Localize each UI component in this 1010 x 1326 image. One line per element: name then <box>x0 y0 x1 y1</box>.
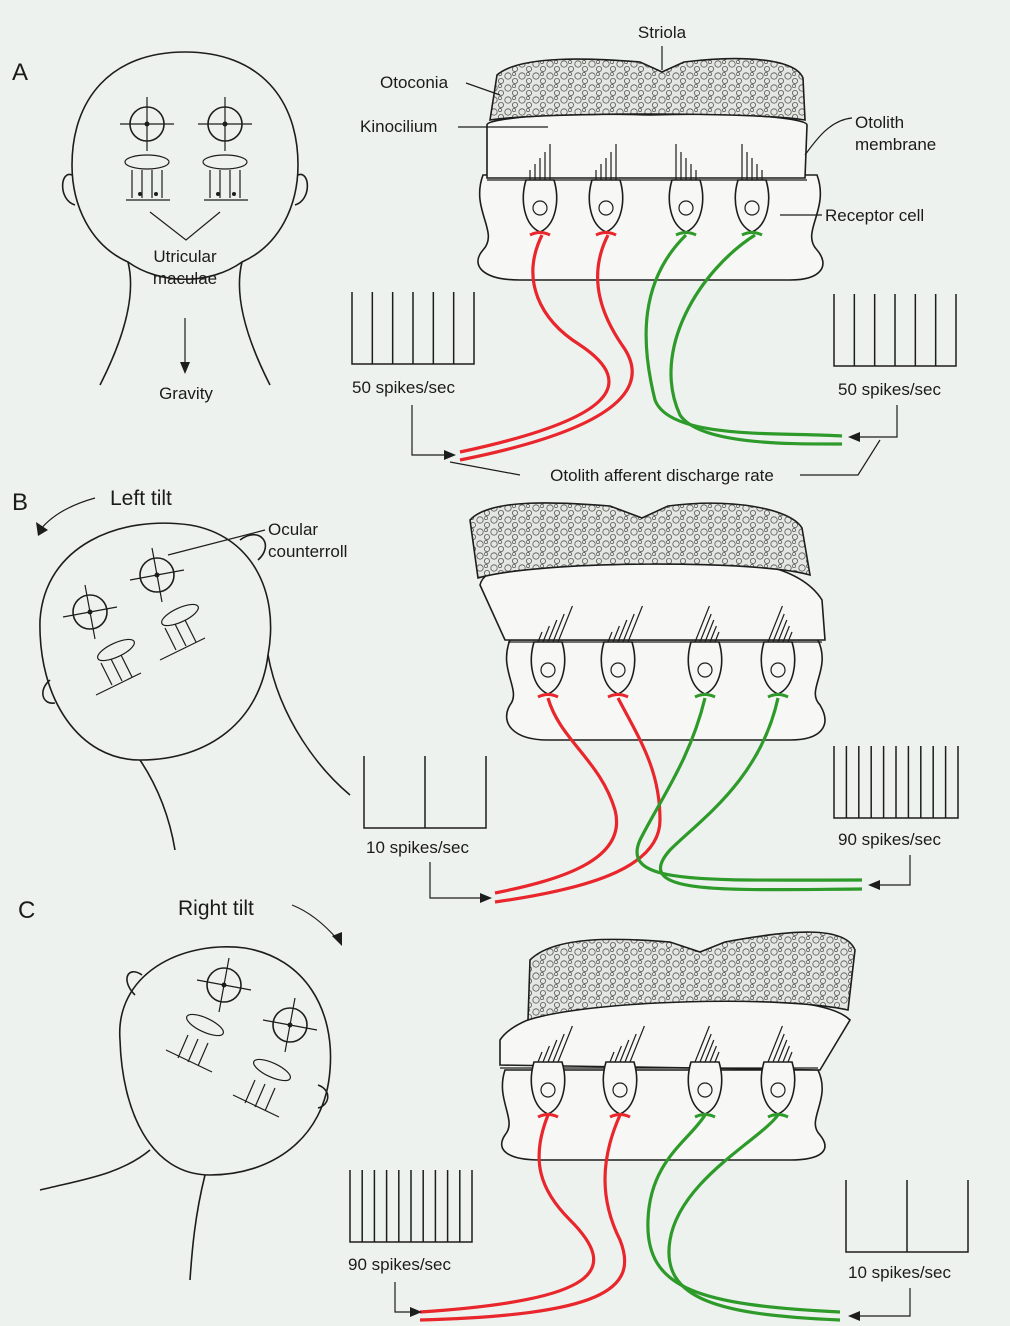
right-tilt-label: Right tilt <box>178 897 254 920</box>
left-macula-icon <box>125 155 170 200</box>
ocular-counterroll-label-line1: Ocular <box>268 520 318 539</box>
tilted-eye-icon <box>197 958 317 1052</box>
panel-a: A <box>12 23 956 485</box>
gravity-label: Gravity <box>159 384 213 403</box>
otoconia-layer <box>490 59 805 120</box>
rate-label-a-left: 50 spikes/sec <box>352 378 455 397</box>
maculae-pointer <box>150 212 220 240</box>
tilted-macula-icon <box>166 1010 293 1117</box>
macula-section-b <box>470 503 825 740</box>
otoconia-label: Otoconia <box>380 73 449 92</box>
spike-train-c-left <box>350 1170 472 1242</box>
tilted-macula-icon <box>95 600 205 695</box>
discharge-rate-label: Otolith afferent discharge rate <box>550 466 774 485</box>
left-eye-icon <box>120 97 174 151</box>
rate-label-a-right: 50 spikes/sec <box>838 380 941 399</box>
rate-label-c-right: 10 spikes/sec <box>848 1263 951 1282</box>
kinocilium-label: Kinocilium <box>360 117 437 136</box>
maculae-label-line1: Utricular <box>153 247 217 266</box>
right-tilt-arrow-icon <box>292 905 338 940</box>
rate-label-b-left: 10 spikes/sec <box>366 838 469 857</box>
otolith-membrane-label-line1: Otolith <box>855 113 904 132</box>
spike-train-c-right <box>846 1180 968 1252</box>
panel-c-letter: C <box>18 897 35 924</box>
striola-label: Striola <box>638 23 687 42</box>
rate-label-c-left: 90 spikes/sec <box>348 1255 451 1274</box>
ocular-counterroll-label-line2: counterroll <box>268 542 347 561</box>
right-macula-icon <box>203 155 248 200</box>
right-eye-icon <box>198 97 252 151</box>
head-right-tilt <box>40 947 331 1280</box>
macula-section-a <box>478 59 823 280</box>
receptor-cell-label: Receptor cell <box>825 206 924 225</box>
panel-c: C Right tilt <box>18 897 968 1321</box>
left-tilt-label: Left tilt <box>110 487 172 510</box>
panel-b: B Left tilt Ocular co <box>12 487 958 903</box>
left-tilt-arrow-icon <box>40 498 95 530</box>
maculae-label-line2: maculae <box>153 269 217 288</box>
spike-train-a-right <box>834 294 956 366</box>
head-left-tilt <box>40 523 350 850</box>
spike-train-a-left <box>352 292 474 364</box>
panel-b-letter: B <box>12 489 28 516</box>
macula-section-c <box>500 932 855 1160</box>
spike-train-b-right <box>834 746 958 818</box>
otolith-membrane-label-line2: membrane <box>855 135 936 154</box>
head-upright: Utricular maculae Gravity <box>63 52 308 403</box>
rate-label-b-right: 90 spikes/sec <box>838 830 941 849</box>
panel-a-letter: A <box>12 59 28 86</box>
spike-train-b-left <box>364 756 486 828</box>
